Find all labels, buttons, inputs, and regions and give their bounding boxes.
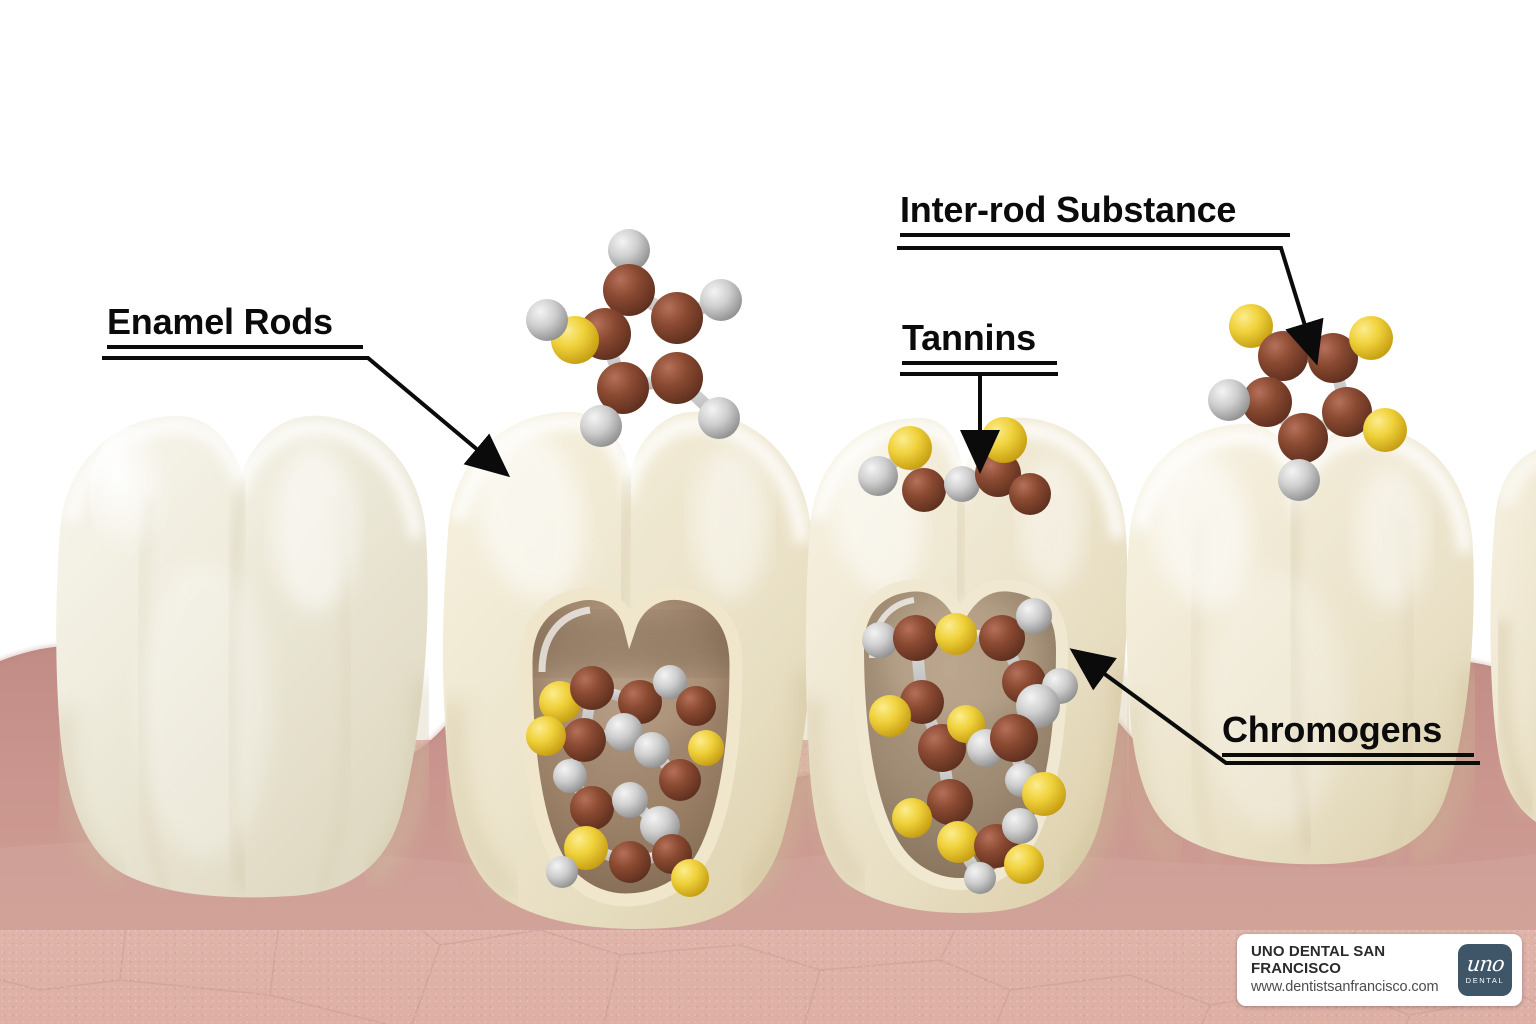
tooth-5 [1468, 440, 1536, 840]
label-enamel-rods-text: Enamel Rods [107, 301, 333, 342]
label-underline [1222, 753, 1474, 757]
label-underline [902, 361, 1057, 365]
label-tannins-text: Tannins [902, 317, 1036, 358]
practice-watermark-badge[interactable]: UNO DENTAL SAN FRANCISCO www.dentistsanf… [1237, 934, 1522, 1006]
label-chromogens: Chromogens [1222, 712, 1474, 757]
badge-text-block: UNO DENTAL SAN FRANCISCO www.dentistsanf… [1251, 943, 1448, 997]
tooth-1 [30, 380, 450, 910]
practice-website[interactable]: www.dentistsanfrancisco.com [1251, 979, 1439, 996]
leader-chromogens-arrow [1069, 648, 1480, 765]
tooth-5-shape [1490, 449, 1536, 822]
molecule-tooth-2-top [525, 228, 775, 468]
leader-enamel-rods [100, 350, 530, 490]
label-underline [107, 345, 363, 349]
practice-name: UNO DENTAL SAN FRANCISCO [1251, 942, 1386, 978]
molecule-cluster-tooth-3-atoms [862, 598, 1078, 894]
label-inter-rod-substance-text: Inter-rod Substance [900, 189, 1237, 230]
label-tannins: Tannins [902, 320, 1057, 365]
leader-enamel-rods-arrow [102, 356, 511, 478]
molecule-cluster-tooth-2-atoms [526, 665, 724, 897]
uno-dental-logo-icon: uno DENTAL [1458, 944, 1512, 996]
molecule-tooth-4-top [1205, 296, 1425, 506]
label-underline [900, 233, 1290, 237]
molecule-cluster-tooth-3 [856, 598, 1086, 898]
logo-script-text: uno [1465, 951, 1505, 976]
label-chromogens-text: Chromogens [1222, 709, 1443, 750]
leader-inter-rod-arrow [897, 246, 1324, 366]
leader-tannins-arrow [900, 372, 1058, 480]
label-enamel-rods: Enamel Rods [107, 304, 363, 349]
label-inter-rod-substance: Inter-rod Substance [900, 192, 1290, 237]
leader-tannins [898, 370, 1078, 480]
leader-chromogens [1068, 645, 1488, 770]
leader-inter-rod [895, 242, 1335, 372]
tooth-1-shape [56, 415, 433, 898]
molecule-tooth-2-top-atoms [526, 229, 742, 447]
logo-subtitle-text: DENTAL [1465, 976, 1505, 986]
molecule-tooth-4-top-atoms [1208, 304, 1407, 501]
molecule-cluster-tooth-2 [520, 640, 730, 905]
